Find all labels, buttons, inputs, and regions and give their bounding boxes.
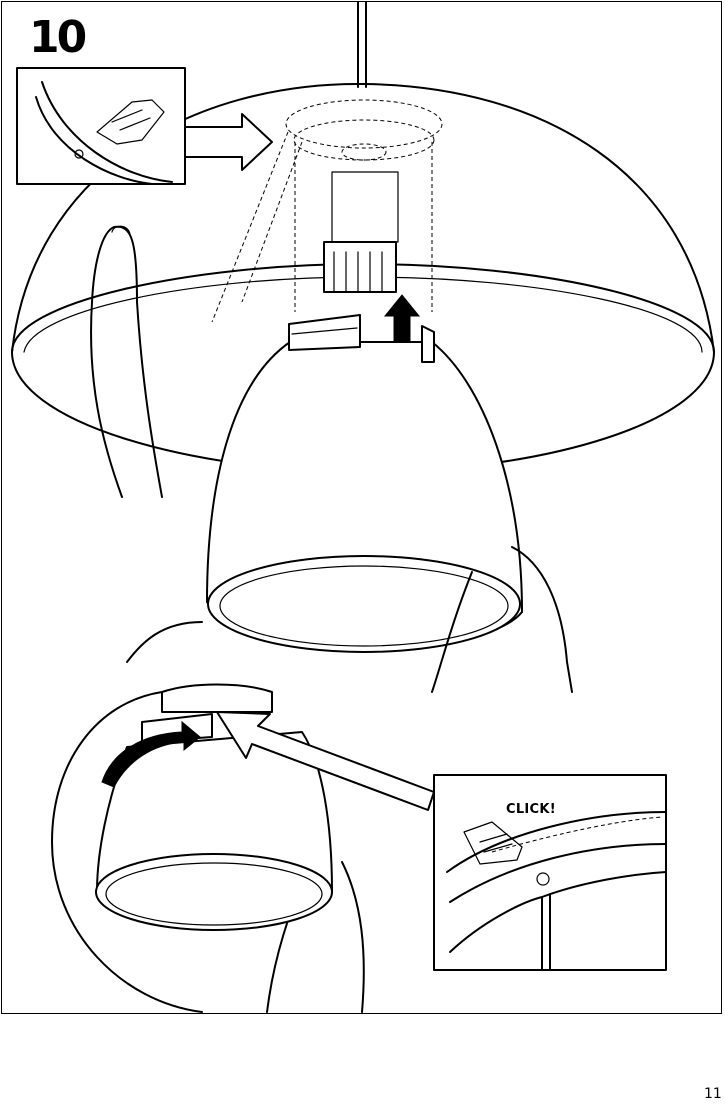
assembly-illustration [2,2,723,1015]
step-number: 10 [29,16,84,60]
inset-canopy-detail [17,68,272,184]
inner-shade-icon [207,315,522,652]
pendant-cord-icon [358,2,366,87]
instruction-panel: 10 CLICK! [1,1,722,1014]
lamp-socket-icon [324,172,398,292]
arrow-up-icon [385,295,419,348]
click-label: CLICK! [506,802,556,817]
twist-detail-circle [52,622,332,1012]
page-number: 11 [704,1086,722,1102]
